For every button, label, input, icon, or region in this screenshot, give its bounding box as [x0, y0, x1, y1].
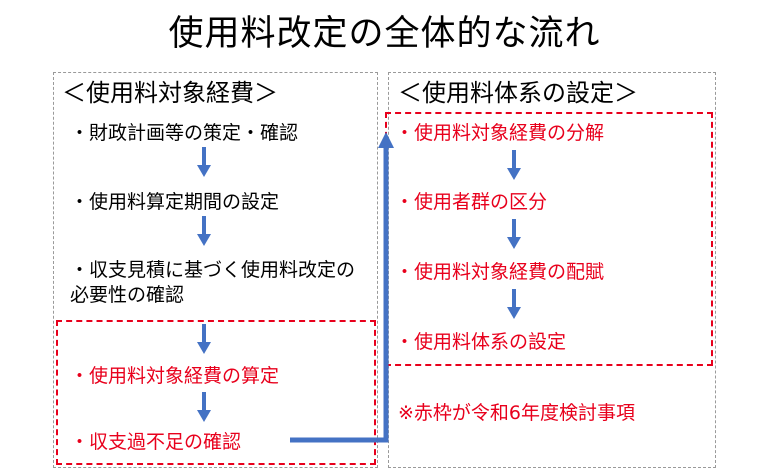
left-item-3: ・収支見積に基づく使用料改定の必要性の確認 — [70, 259, 356, 306]
down-arrow-icon — [197, 324, 211, 354]
down-arrow-icon — [507, 219, 521, 249]
down-arrow-icon — [197, 392, 211, 422]
note-text: ※赤枠が令和6年度検討事項 — [398, 402, 636, 424]
left-panel — [53, 72, 378, 468]
right-item-1: ・使用料対象経費の分解 — [395, 122, 605, 144]
down-arrow-icon — [507, 150, 521, 180]
page-title: 使用料改定の全体的な流れ — [168, 14, 601, 54]
left-item-2: ・使用料算定期間の設定 — [70, 191, 280, 213]
right-item-2: ・使用者群の区分 — [395, 191, 548, 213]
right-item-4: ・使用料体系の設定 — [395, 331, 567, 353]
left-item-4: ・使用料対象経費の算定 — [70, 365, 280, 387]
left-item-1: ・財政計画等の策定・確認 — [70, 122, 299, 144]
left-item-5: ・収支過不足の確認 — [70, 431, 242, 453]
right-item-3: ・使用料対象経費の配賦 — [395, 261, 605, 283]
left-panel-heading: ＜使用料対象経費＞ — [62, 79, 278, 107]
left-highlight-box — [56, 320, 376, 465]
down-arrow-icon — [197, 216, 211, 246]
down-arrow-icon — [197, 147, 211, 177]
right-panel-heading: ＜使用料体系の設定＞ — [398, 79, 638, 107]
down-arrow-icon — [507, 289, 521, 319]
